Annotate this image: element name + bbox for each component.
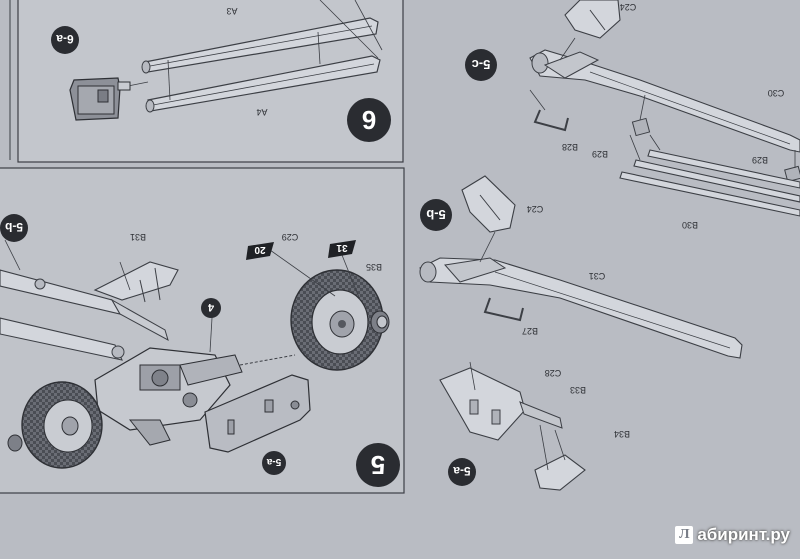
- part-A4-rod: [145, 55, 381, 113]
- label-B28: B28: [562, 142, 578, 152]
- part-B33-strip: [519, 401, 563, 429]
- part-C24-mid-support: [461, 175, 516, 233]
- part-B27-handle: [483, 297, 524, 322]
- badge-5c: 5-c: [465, 49, 497, 81]
- badge-4: 4: [201, 298, 221, 318]
- label-B33: B33: [570, 385, 586, 395]
- svg-text:6: 6: [362, 105, 376, 135]
- right-side-subassemblies: [419, 0, 800, 491]
- label-B29-b: B29: [752, 155, 768, 165]
- left-wheel: [21, 381, 103, 469]
- label-A4: A4: [256, 107, 267, 117]
- label-B31: B31: [130, 232, 146, 242]
- right-guide-lines: [469, 37, 796, 471]
- assembly-guide-lines: [127, 0, 383, 101]
- part-C31-trail-leg: [419, 257, 743, 359]
- label-B35: B35: [366, 262, 382, 272]
- part-B28-handle: [533, 109, 569, 132]
- part-A3-rod: [141, 17, 379, 74]
- step-6-number: 6: [347, 98, 391, 142]
- svg-text:31: 31: [336, 242, 348, 253]
- labirint-watermark: Л абиринт.ру: [675, 525, 790, 545]
- badge-6a: 6-a: [51, 26, 79, 54]
- badge-5a-right: 5-a: [448, 458, 476, 486]
- label-B34: B34: [614, 429, 630, 439]
- watermark-text: абиринт.ру: [697, 525, 790, 544]
- part-C28-plate: [439, 367, 526, 441]
- label-C31: C31: [589, 271, 606, 281]
- label-B30: B30: [682, 220, 698, 230]
- part-B30-rods: [619, 149, 800, 217]
- svg-text:20: 20: [254, 244, 266, 255]
- svg-text:4: 4: [207, 301, 214, 313]
- step-5-panel: [0, 167, 405, 494]
- part-C24-top-support: [564, 0, 621, 39]
- label-C28: C28: [545, 368, 562, 378]
- svg-text:5-b: 5-b: [426, 207, 446, 222]
- left-hub: [7, 434, 23, 452]
- part-B29-block-a: [631, 117, 651, 137]
- part-B31-bracket: [93, 261, 179, 303]
- svg-text:5: 5: [371, 450, 385, 480]
- labirint-logo-icon: Л: [675, 526, 694, 544]
- svg-text:5-b: 5-b: [5, 220, 23, 234]
- step-6-panel: [9, 0, 404, 163]
- badge-5a-left: 5-a: [262, 451, 286, 475]
- paint-flag-20: 20: [246, 242, 274, 260]
- part-B35-hub: [370, 310, 390, 334]
- paint-flag-31: 31: [328, 240, 356, 258]
- main-wheel: [290, 269, 384, 371]
- label-A3: A3: [226, 6, 237, 16]
- trail-leg-lower: [0, 317, 125, 361]
- label-C30: C30: [768, 88, 785, 98]
- badge-5b-left: 5-b: [0, 214, 28, 242]
- label-C24-mid: C24: [527, 204, 544, 214]
- label-C24-top: C24: [620, 2, 637, 12]
- label-B27: B27: [522, 326, 538, 336]
- svg-text:6-a: 6-a: [56, 32, 74, 46]
- carriage-assembly: [94, 347, 296, 446]
- sub-assembly-6a-block: [69, 77, 131, 121]
- label-B29-a: B29: [592, 149, 608, 159]
- svg-text:5-a: 5-a: [266, 456, 281, 467]
- svg-text:5-a: 5-a: [453, 464, 471, 478]
- step-5-number: 5: [356, 443, 400, 487]
- mounting-plate-5a: [204, 374, 311, 453]
- part-B34-plate: [534, 454, 586, 491]
- label-C29: C29: [282, 232, 299, 242]
- step-5-guide-lines: [4, 239, 361, 353]
- svg-text:5-c: 5-c: [472, 57, 491, 72]
- badge-5b-right: 5-b: [420, 199, 452, 231]
- part-C30-trail-leg: [529, 49, 800, 153]
- trail-leg-upper: [0, 269, 169, 342]
